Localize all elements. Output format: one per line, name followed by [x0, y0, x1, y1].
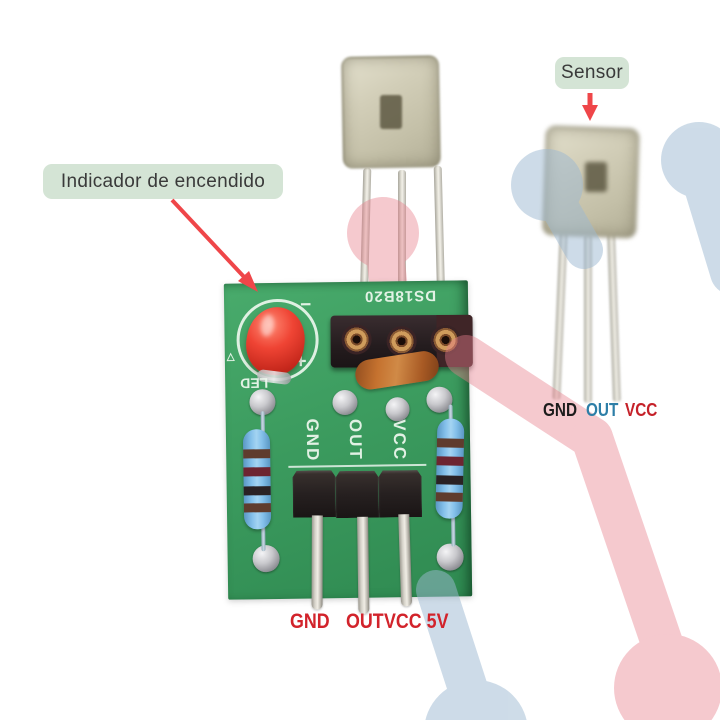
- sensor-callout: Sensor: [555, 57, 629, 89]
- sensor-pin-label-vcc: VCC: [625, 400, 658, 420]
- indicator-callout: Indicador de encendido: [43, 164, 283, 199]
- indicator-callout-text: Indicador de encendido: [60, 170, 266, 192]
- sensor-pin-label-gnd: GND: [543, 400, 577, 420]
- module-pin-label-vcc: VCC 5V: [384, 610, 449, 633]
- deco-pink-chain: [445, 335, 720, 720]
- deco-blue-bottom: [416, 570, 527, 720]
- arrow-to-sensor-icon: [582, 93, 598, 121]
- module-pin-label-gnd: GND: [290, 610, 330, 633]
- deco-blue-left: [511, 149, 603, 269]
- sensor-die-mark: [585, 162, 607, 192]
- arrow-to-led-icon: [170, 198, 258, 292]
- sensor-die-mark: [380, 95, 402, 129]
- sensor-leg: [584, 235, 592, 403]
- sensor-pin-label-out: OUT: [586, 400, 619, 420]
- module-pin-label-out: OUT: [346, 610, 384, 633]
- sensor-leg: [398, 170, 406, 343]
- sensor-callout-text: Sensor: [560, 62, 623, 83]
- deco-blue-right: [661, 122, 720, 291]
